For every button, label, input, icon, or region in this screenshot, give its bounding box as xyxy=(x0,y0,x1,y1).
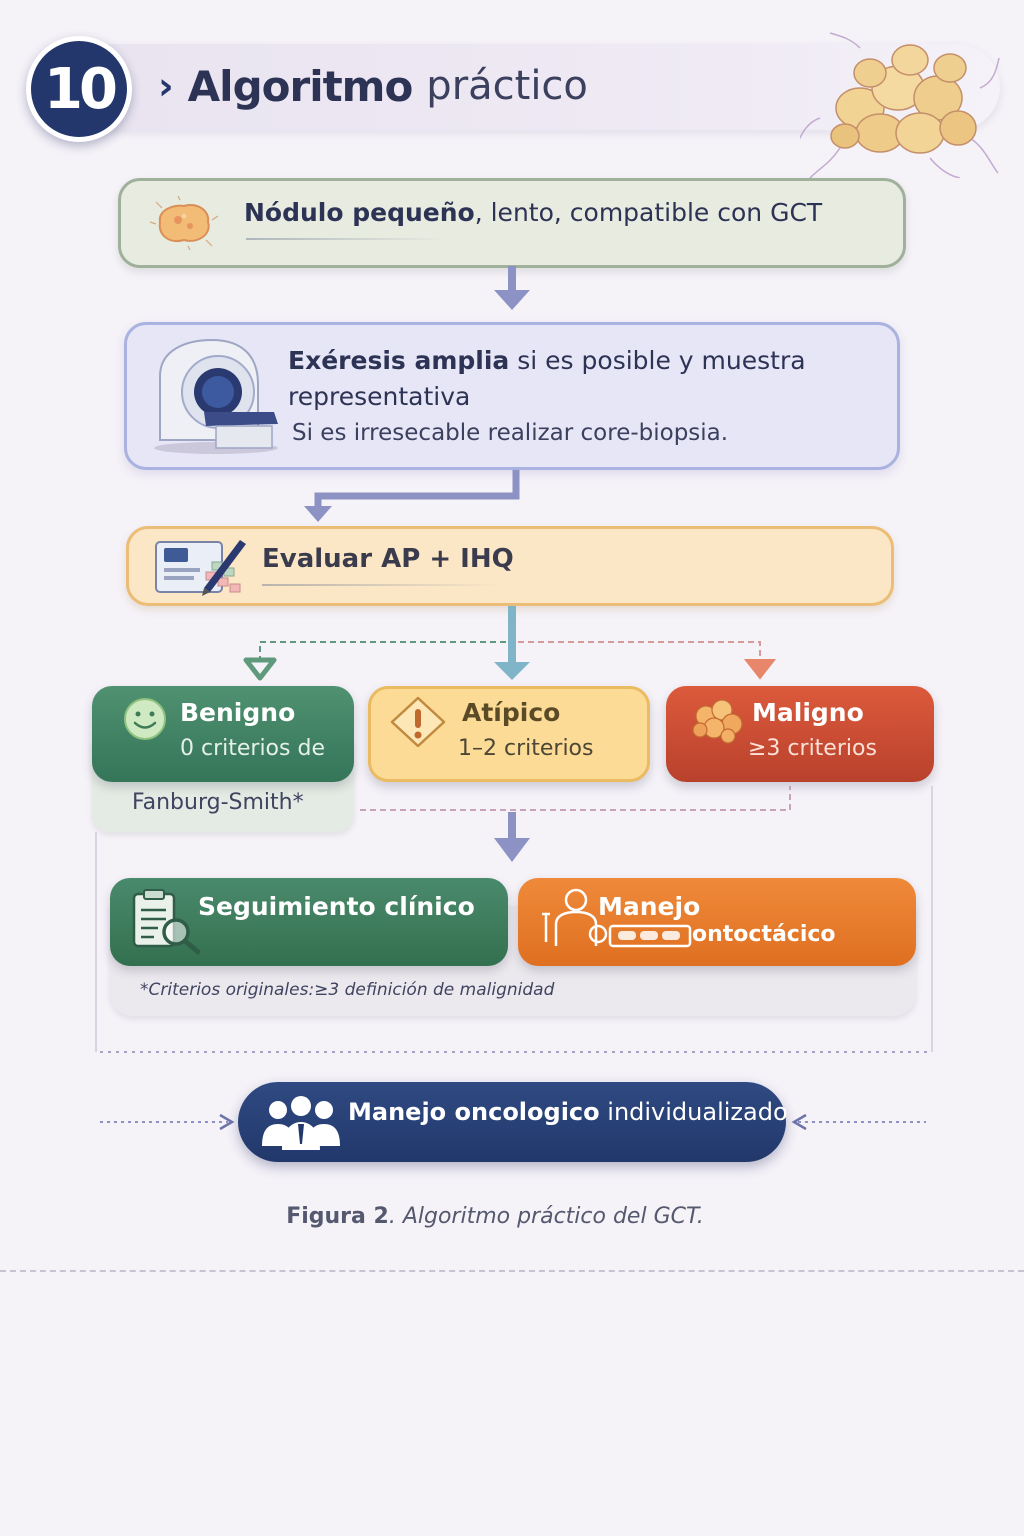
arrow-down-icon xyxy=(494,266,530,310)
smiley-face-icon xyxy=(124,698,166,740)
footnote: *Criterios originales:≥3 definición de m… xyxy=(140,980,555,1000)
caption-text: . Algoritmo práctico del GCT. xyxy=(388,1204,704,1229)
surgeon-icon xyxy=(542,888,692,948)
maligno-subtitle: ≥3 criterios xyxy=(748,736,877,761)
benigno-extension-text: Fanburg-Smith* xyxy=(132,790,304,815)
final-box xyxy=(238,1082,786,1162)
atipico-subtitle: 1–2 criterios xyxy=(458,736,594,761)
mri-scanner-icon xyxy=(154,338,278,454)
arrow-left-icon xyxy=(791,1113,926,1131)
benigno-subtitle: 0 criterios de xyxy=(180,736,325,761)
maligno-title: Maligno xyxy=(752,698,864,727)
step-exeresis-line1: Exéresis amplia si es posible y muestra xyxy=(288,346,806,375)
step-nodulo-strong: Nódulo pequeño xyxy=(244,198,475,227)
benigno-title: Benigno xyxy=(180,698,296,727)
section-number-badge: 10 xyxy=(26,36,132,142)
figure-caption: Figura 2. Algoritmo práctico del GCT. xyxy=(0,1204,990,1229)
final-text: Manejo oncologico individualizado xyxy=(348,1098,788,1126)
seguimiento-label: Seguimiento clínico xyxy=(198,892,475,921)
step-nodulo-underline xyxy=(246,238,446,240)
page-title-light: práctico xyxy=(426,63,588,109)
atipico-title: Atípico xyxy=(462,698,561,727)
arrow-elbow-icon xyxy=(304,470,520,522)
page-title: › Algoritmo práctico xyxy=(158,58,588,114)
step-exeresis-line2: representativa xyxy=(288,382,471,411)
step-evaluar-underline xyxy=(262,584,502,586)
branch-arrows xyxy=(243,606,777,681)
step-evaluar-box xyxy=(126,526,894,606)
final-rest: individualizado xyxy=(599,1098,788,1126)
tumor-cells-icon xyxy=(692,699,743,744)
warning-diamond-icon xyxy=(390,696,446,748)
team-people-icon xyxy=(262,1096,340,1150)
step-exeresis-strong: Exéresis amplia xyxy=(288,346,510,375)
final-strong: Manejo oncologico xyxy=(348,1098,600,1126)
chevron-right-icon: › xyxy=(158,64,174,108)
step-exeresis-line3: Si es irresecable realizar core-biopsia. xyxy=(292,420,729,446)
manejo-label-line2: ontoctácico xyxy=(692,922,836,947)
step-nodulo-text: Nódulo pequeño, lento, compatible con GC… xyxy=(244,198,822,227)
lab-report-icon xyxy=(155,540,246,596)
cell-cluster-icon xyxy=(800,32,1000,178)
page-title-strong: Algoritmo xyxy=(187,61,414,111)
caption-label: Figura 2 xyxy=(286,1204,389,1229)
step-nodulo-rest: , lento, compatible con GCT xyxy=(474,198,823,227)
step-exeresis-rest: si es posible y muestra xyxy=(509,346,806,375)
clipboard-search-icon xyxy=(132,889,201,955)
bottom-divider xyxy=(0,1270,1024,1272)
step-nodulo-box xyxy=(118,178,906,268)
arrow-right-icon xyxy=(100,1113,235,1131)
cell-icon xyxy=(150,196,218,250)
step-evaluar-text: Evaluar AP + IHQ xyxy=(262,544,514,574)
manejo-label-line1: Manejo xyxy=(598,892,701,921)
merge-lines xyxy=(95,786,933,1053)
